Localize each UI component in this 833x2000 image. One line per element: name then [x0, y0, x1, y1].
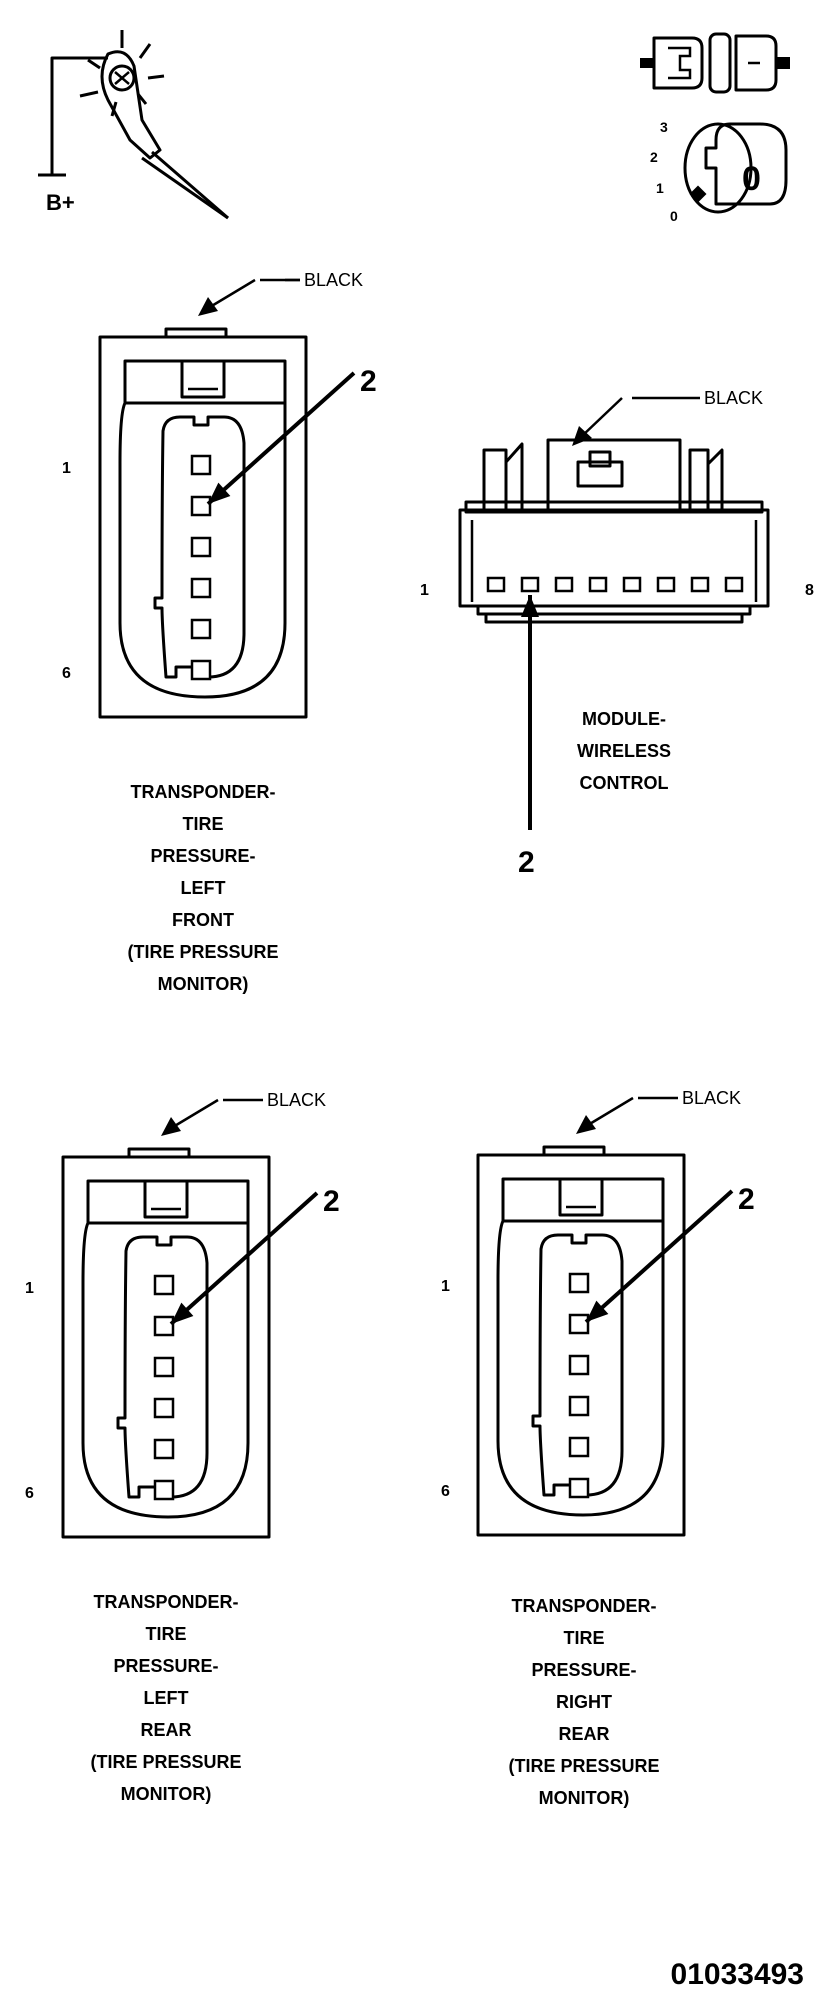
connector-1-cavity-5 — [622, 576, 642, 593]
connector-0-callout-number: 2 — [360, 365, 377, 398]
connector-2-cavity-4 — [153, 1397, 175, 1419]
connector-2-caption-line-1: TRANSPONDER- — [93, 1592, 238, 1612]
connector-1-cavity-1 — [486, 576, 506, 593]
connector-wireless-control-color: BLACK — [704, 388, 763, 408]
connector-wireless-control: BLACK — [458, 388, 770, 624]
connector-0-cavity-1 — [190, 454, 212, 476]
pin-annotations: 162TRANSPONDER-TIREPRESSURE-LEFTFRONT(TI… — [25, 365, 814, 1808]
connector-3-callout-number: 2 — [738, 1183, 755, 1216]
connector-2-cavity-6 — [153, 1479, 175, 1501]
connector-0-callout-arrow-line — [206, 371, 356, 506]
connector-3-cavity-3 — [568, 1354, 590, 1376]
connector-0-caption-line-2: TIRE — [182, 814, 223, 834]
connector-3-cavity-1 — [568, 1272, 590, 1294]
connector-3-caption-line-3: PRESSURE- — [531, 1660, 636, 1680]
connector-0-cavity-6 — [190, 659, 212, 681]
connector-2-callout-arrow-head — [171, 1302, 194, 1324]
connector-2-caption-line-5: REAR — [140, 1720, 191, 1740]
connector-3-caption-line-4: RIGHT — [556, 1692, 612, 1712]
connector-2-caption-line-7: MONITOR) — [121, 1784, 212, 1804]
connector-2-caption-line-3: PRESSURE- — [113, 1656, 218, 1676]
connector-0-cavity-3 — [190, 536, 212, 558]
connector-2-caption-line-6: (TIRE PRESSURE — [90, 1752, 241, 1772]
connector-2-cavity-3 — [153, 1356, 175, 1378]
connector-0-cavity-2 — [190, 495, 212, 517]
ignition-position-0: 0 — [670, 208, 678, 224]
connector-1-caption-line-3: CONTROL — [580, 773, 669, 793]
connector-1-cavity-4 — [588, 576, 608, 593]
connector-2-pin-first-label: 1 — [25, 1280, 34, 1297]
connector-2-caption-line-4: LEFT — [144, 1688, 189, 1708]
connector-1-callout-arrow-head — [521, 595, 539, 617]
connector-3-pin-last-label: 6 — [441, 1483, 450, 1500]
ignition-switch-icon: 3 2 1 0 0 — [650, 119, 788, 224]
connector-right-rear: BLACK — [476, 1088, 741, 1537]
connector-left-front: BLACK — [98, 270, 363, 719]
connector-1-cavity-8 — [724, 576, 744, 593]
connector-2-cavity-1 — [153, 1274, 175, 1296]
connector-3-pin-first-label: 1 — [441, 1278, 450, 1295]
connector-3-caption-line-5: REAR — [558, 1724, 609, 1744]
connector-3-callout-arrow-line — [584, 1189, 734, 1324]
connector-3-caption-line-6: (TIRE PRESSURE — [508, 1756, 659, 1776]
connector-3-cavity-6 — [568, 1477, 590, 1499]
connector-left-rear: BLACK — [61, 1090, 326, 1539]
connector-1-cavity-6 — [656, 576, 676, 593]
connector-3-caption-line-1: TRANSPONDER- — [511, 1596, 656, 1616]
connector-0-pin-first-label: 1 — [62, 460, 71, 477]
connector-icon — [640, 32, 790, 94]
connector-1-cavity-3 — [554, 576, 574, 593]
connector-0-caption-line-6: (TIRE PRESSURE — [127, 942, 278, 962]
connector-3-caption-line-7: MONITOR) — [539, 1788, 630, 1808]
connector-2-caption-line-2: TIRE — [145, 1624, 186, 1644]
connector-1-pin-last-label: 8 — [805, 582, 814, 599]
connector-0-caption-line-7: MONITOR) — [158, 974, 249, 994]
connector-1-cavity-7 — [690, 576, 710, 593]
connector-1-caption-line-1: MODULE- — [582, 709, 666, 729]
test-light-probe-icon: B+ — [38, 30, 229, 220]
connector-3-cavity-2 — [568, 1313, 590, 1335]
connector-0-caption-line-5: FRONT — [172, 910, 234, 930]
ignition-position-2: 2 — [650, 149, 658, 165]
connector-1-caption-line-2: WIRELESS — [577, 741, 671, 761]
connector-2-callout-arrow-line — [169, 1191, 319, 1326]
connector-1-cavity-2 — [520, 576, 540, 593]
connector-3-cavity-5 — [568, 1436, 590, 1458]
connector-2-pin-last-label: 6 — [25, 1485, 34, 1502]
connector-0-pin-last-label: 6 — [62, 665, 71, 682]
connector-0-cavity-4 — [190, 577, 212, 599]
connector-0-caption-line-3: PRESSURE- — [150, 846, 255, 866]
connector-1-callout-number: 2 — [518, 846, 535, 879]
ignition-position-3: 3 — [660, 119, 668, 135]
connector-3-caption-line-2: TIRE — [563, 1628, 604, 1648]
connector-3-cavity-4 — [568, 1395, 590, 1417]
connector-0-cavity-5 — [190, 618, 212, 640]
connector-2-callout-number: 2 — [323, 1185, 340, 1218]
connector-left-rear-color: BLACK — [267, 1090, 326, 1110]
connector-left-front-color: BLACK — [304, 270, 363, 290]
connector-2-cavity-5 — [153, 1438, 175, 1460]
connector-1-pin-first-label: 1 — [420, 582, 429, 599]
connector-2-cavity-2 — [153, 1315, 175, 1337]
connector-right-rear-color: BLACK — [682, 1088, 741, 1108]
connector-0-caption-line-4: LEFT — [181, 878, 226, 898]
b-plus-label: B+ — [46, 190, 75, 215]
ignition-position-1: 1 — [656, 180, 664, 196]
connector-3-callout-arrow-head — [586, 1300, 609, 1322]
connector-0-callout-arrow-head — [208, 482, 231, 504]
connector-0-caption-line-1: TRANSPONDER- — [130, 782, 275, 802]
figure-id: 01033493 — [671, 1958, 804, 1991]
ignition-key-digit: 0 — [742, 160, 761, 198]
